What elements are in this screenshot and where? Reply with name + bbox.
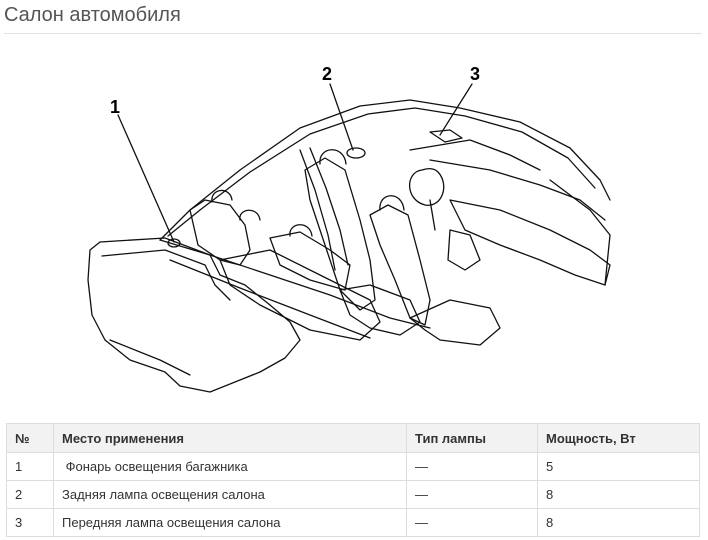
cell-place: Фонарь освещения багажника (53, 452, 407, 481)
front-seat-right-headrest (379, 195, 405, 211)
cell-lamp-type: — (406, 480, 538, 509)
front-seat-right-back (369, 204, 431, 326)
front-seat-right-cushion (409, 299, 501, 346)
dashboard-face (449, 199, 611, 286)
cell-place: Задняя лампа освещения салона (53, 480, 407, 509)
callout-2-label: 2 (322, 64, 332, 84)
front-cabin-lamp (429, 129, 463, 143)
callout-1-leader (117, 114, 175, 243)
front-seat-left-headrest (319, 149, 347, 165)
front-seat-left-back (304, 157, 376, 311)
cell-place: Передняя лампа освещения салона (53, 508, 407, 537)
rear-seat-cushion (219, 249, 381, 341)
header-power: Мощность, Вт (537, 423, 700, 453)
trunk-inner-line (101, 249, 231, 301)
trunk-floor-outline (87, 237, 301, 393)
dashboard-top (429, 159, 606, 221)
roof-outline (159, 99, 611, 241)
callout-1-label: 1 (110, 97, 120, 117)
front-seat-left-cushion (339, 284, 421, 336)
lamps-table: № Место применения Тип лампы Мощность, В… (6, 423, 700, 537)
rear-seat-back-center (269, 231, 351, 291)
title-divider (4, 33, 702, 34)
rear-seat-headrest-left (211, 189, 233, 203)
page-title: Салон автомобиля (4, 4, 181, 26)
rear-cabin-lamp (346, 147, 366, 159)
car-interior-diagram: 1 2 3 (70, 60, 620, 400)
rear-seat-back (189, 199, 251, 266)
cell-lamp-type: — (406, 452, 538, 481)
center-console (447, 229, 481, 271)
cell-number: 3 (6, 508, 54, 537)
cell-power: 5 (537, 452, 700, 481)
trunk-lamp (167, 238, 181, 248)
header-lamp-type: Тип лампы (406, 423, 538, 453)
table-row: 3 Передняя лампа освещения салона — 8 (6, 508, 700, 537)
b-pillar (299, 149, 336, 271)
rear-seat-headrest-center (289, 224, 313, 237)
rear-seat-headrest-right (239, 209, 261, 221)
table-row: 2 Задняя лампа освещения салона — 8 (6, 480, 700, 509)
callout-3-leader (439, 83, 473, 136)
callout-2-leader (329, 83, 354, 151)
table-row: 1 Фонарь освещения багажника — 5 (6, 452, 700, 481)
steering-column (429, 199, 436, 231)
steering-wheel (409, 168, 445, 206)
windshield-lower (409, 139, 541, 171)
cell-number: 2 (6, 480, 54, 509)
cell-lamp-type: — (406, 508, 538, 537)
left-side-outline (159, 239, 431, 329)
b-pillar-inner (309, 147, 349, 266)
cell-power: 8 (537, 508, 700, 537)
table-header-row: № Место применения Тип лампы Мощность, В… (6, 423, 700, 453)
trunk-lower-line (109, 339, 191, 376)
cell-number: 1 (6, 452, 54, 481)
header-place: Место применения (53, 423, 407, 453)
car-interior-drawing: 1 2 3 (87, 64, 611, 393)
callout-3-label: 3 (470, 64, 480, 84)
header-number: № (6, 423, 54, 453)
sill-line (169, 259, 371, 339)
cell-power: 8 (537, 480, 700, 509)
right-door-line (549, 179, 611, 286)
